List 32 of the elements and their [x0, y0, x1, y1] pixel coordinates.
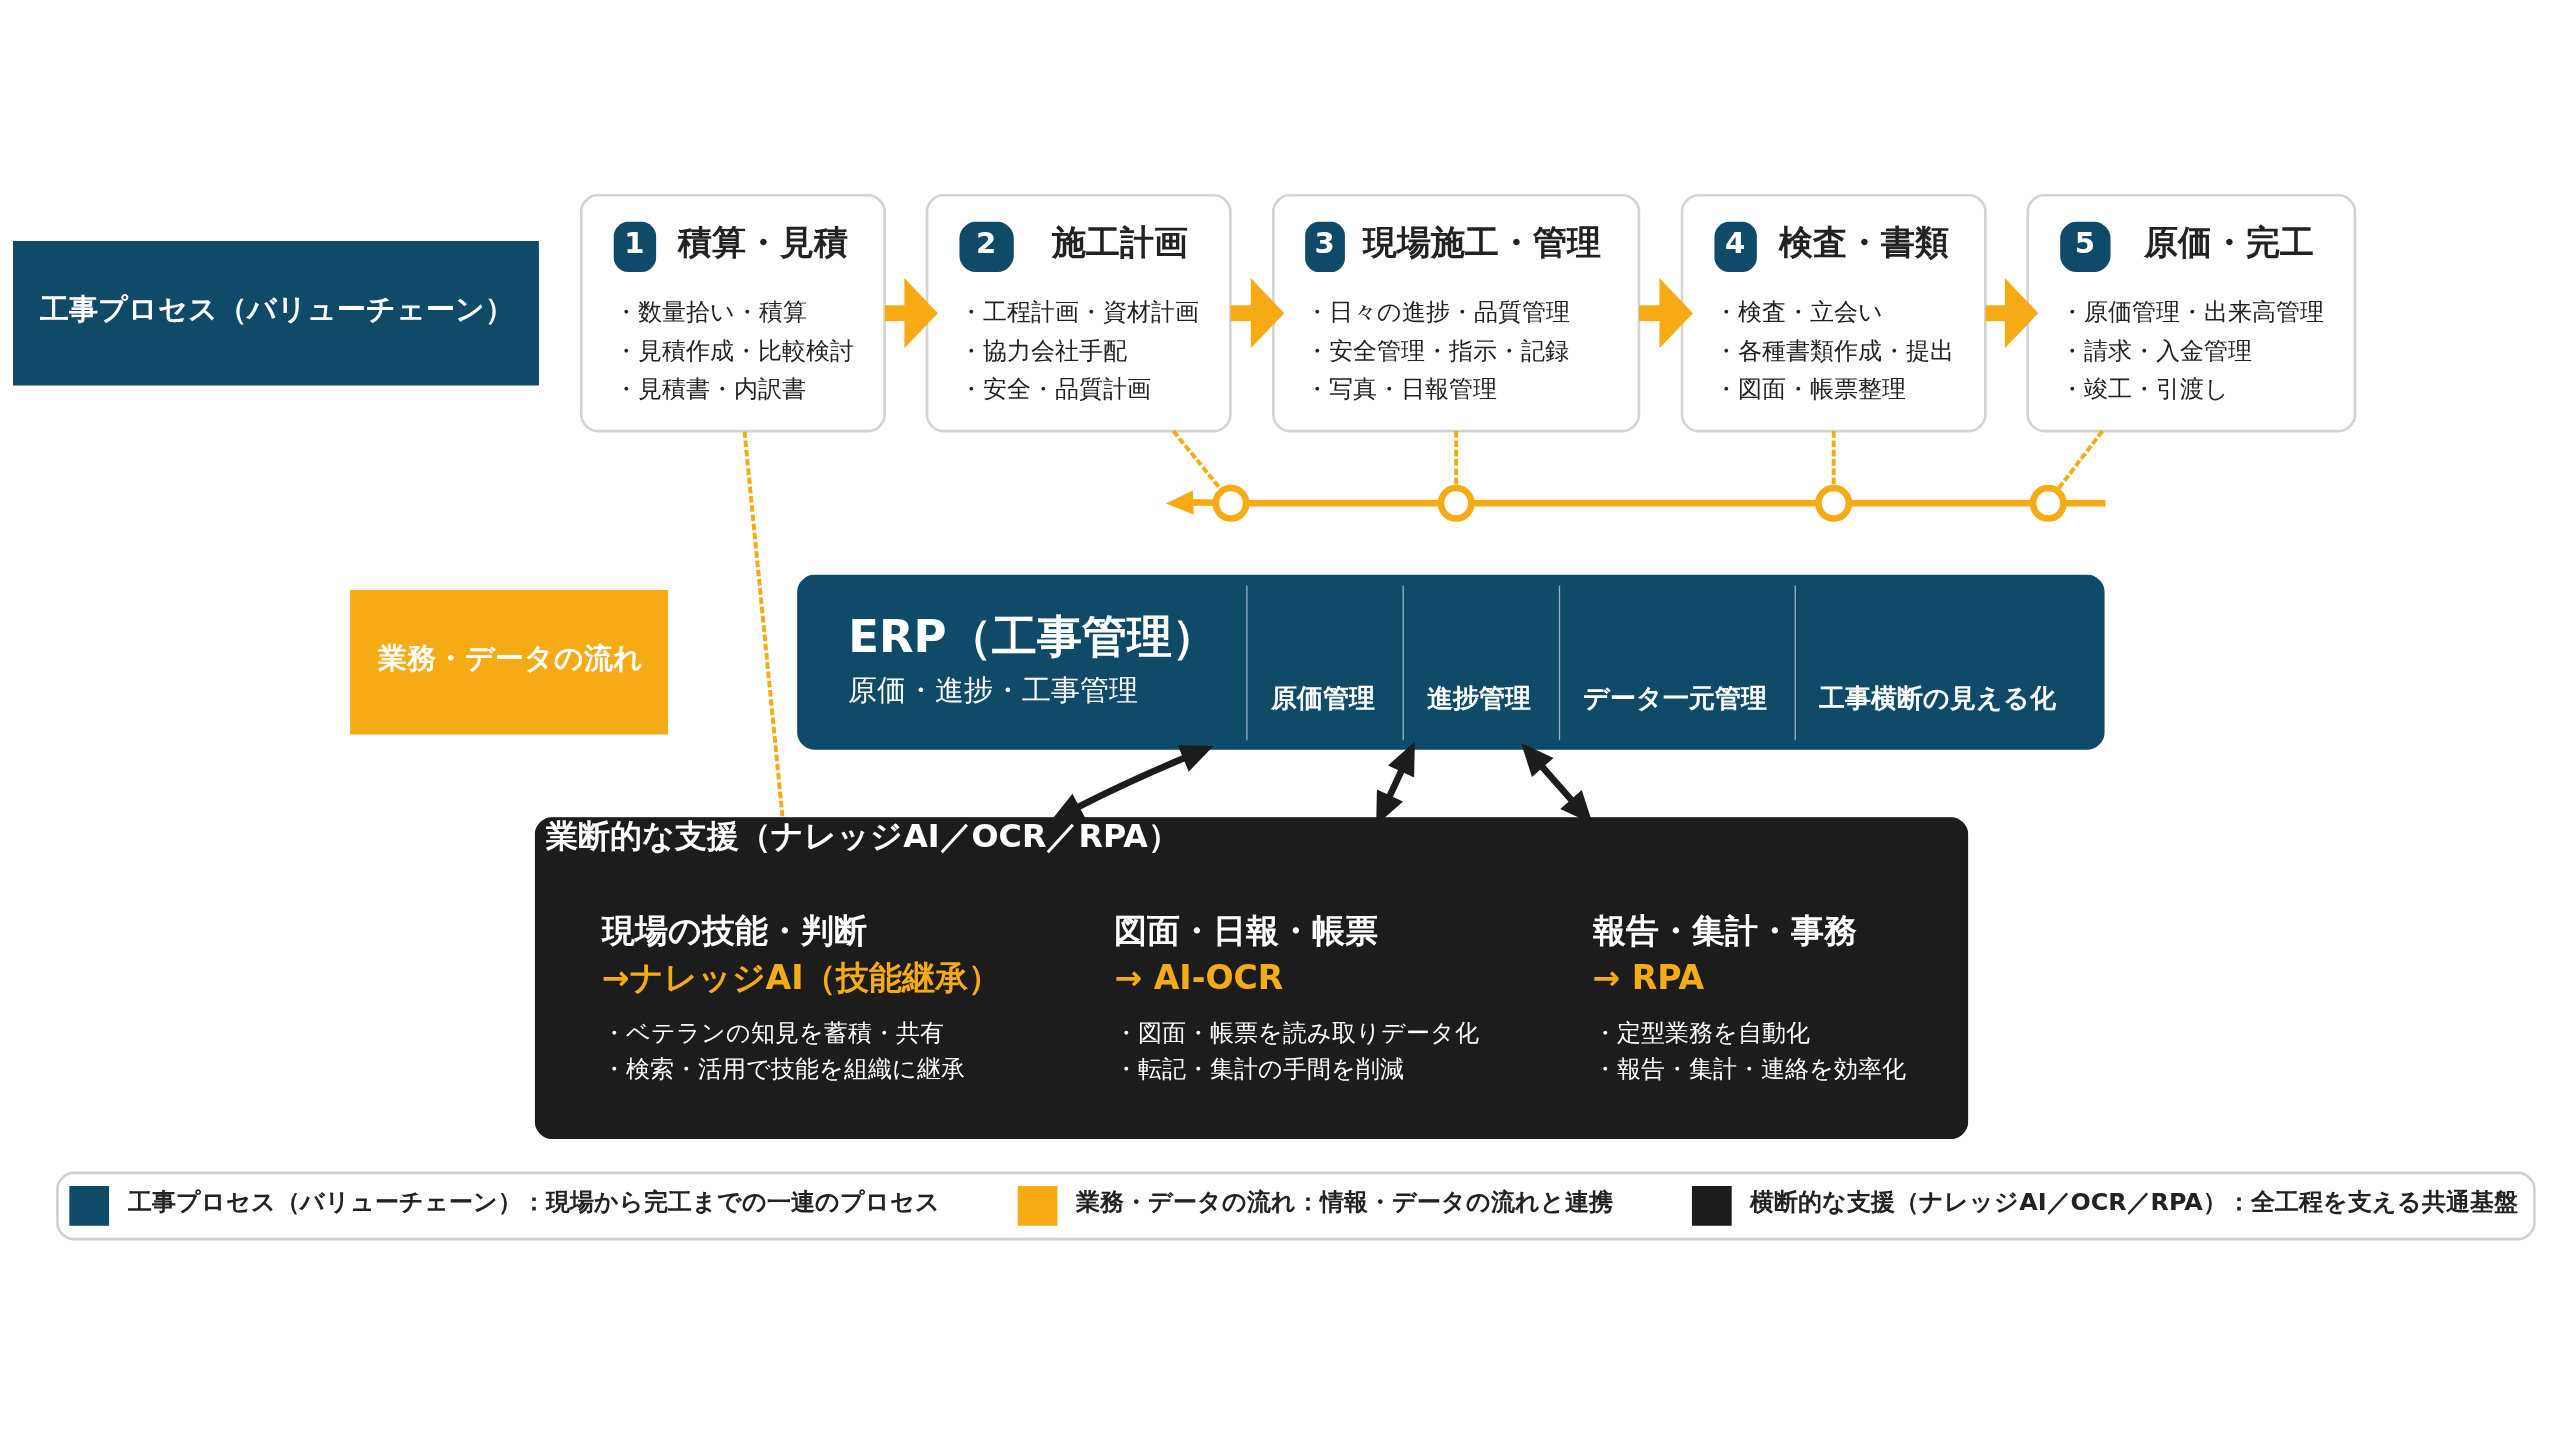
- connector: [1246, 499, 1441, 507]
- connector: [2055, 429, 2104, 492]
- node-text: 報告・集計・事務 → RPA ・定型業務を自動化 ・報告・集計・連絡を効率化: [1592, 911, 1906, 1083]
- node-box: 4 検査・書類 ・検査・立会い ・各種書類作成・提出 ・図面・帳票整理: [1680, 193, 1987, 433]
- node-box: 3 現場施工・管理 ・日々の進捗・品質管理 ・安全管理・指示・記録 ・写真・日報管理: [1272, 193, 1641, 433]
- arrow: [1639, 278, 1693, 349]
- legend-label: 横断的な支援（ナレッジAI／OCR／RPA）：全工程を支える共通基盤: [1750, 1188, 2518, 1217]
- node-box: ERP（工事管理） 原価・進捗・工事管理 原価管理 進捗管理 データ一元管理 工事横断の見える化: [797, 574, 2105, 750]
- node-box: 業務・データの流れ: [350, 590, 669, 735]
- node-box: 1 積算・見積 ・数量拾い・積算 ・見積作成・比較検討 ・見積書・内訳書: [579, 193, 886, 433]
- connector: [2063, 499, 2106, 507]
- node-circle: [1815, 484, 1853, 522]
- node-box: 2 施工計画 ・工程計画・資材計画 ・協力会社手配 ・安全・品質計画: [925, 193, 1232, 433]
- legend-label: 工事プロセス（バリューチェーン）：現場から完工までの一連のプロセス: [127, 1188, 940, 1217]
- legend-label: 業務・データの流れ：情報・データの流れと連携: [1076, 1188, 1614, 1217]
- node-text: 図面・日報・帳票 → AI-OCR ・図面・帳票を読み取りデータ化 ・転記・集計の手間を削減: [1114, 911, 1480, 1083]
- connector: [1171, 429, 1224, 492]
- arrow: [1985, 278, 2039, 349]
- node-box: 工事プロセス（バリューチェーン）: [13, 241, 539, 386]
- arrow: [1165, 490, 1216, 515]
- arrow: [1230, 278, 1285, 349]
- arrow: [884, 278, 938, 349]
- node-circle: [1212, 484, 1250, 522]
- node-circle: [2029, 484, 2067, 522]
- connector: [1849, 499, 2033, 507]
- node-box: 5 原価・完工 ・原価管理・出来高管理 ・請求・入金管理 ・竣工・引渡し: [2026, 193, 2357, 433]
- connector: [1454, 431, 1459, 488]
- connector: [1831, 431, 1836, 488]
- node-text: 現場の技能・判断 →ナレッジAI（技能継承） ・ベテランの知見を蓄積・共有 ・検索・活用で技能を組織に継承: [601, 911, 1002, 1083]
- connector: [1471, 499, 1819, 507]
- connector: [742, 431, 785, 819]
- node-circle: [1437, 484, 1475, 522]
